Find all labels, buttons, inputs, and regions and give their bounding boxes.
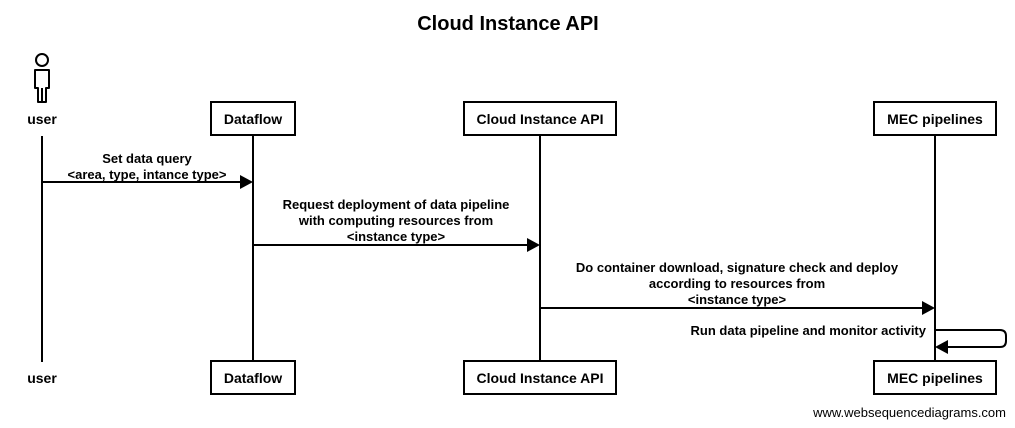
message-3-line-2: according to resources from — [649, 276, 825, 291]
message-3-line-1: Do container download, signature check a… — [576, 260, 899, 275]
message-2-arrowhead — [527, 238, 540, 252]
participant-dataflow-top: Dataflow — [210, 101, 296, 136]
message-3-line-3: <instance type> — [688, 292, 787, 307]
participant-api-bottom: Cloud Instance API — [463, 360, 617, 395]
diagram-title: Cloud Instance API — [417, 13, 599, 35]
message-2-line-3: <instance type> — [347, 229, 446, 244]
message-1-arrowhead — [240, 175, 253, 189]
participant-dataflow-label-top: Dataflow — [224, 111, 282, 127]
participant-dataflow-label-bottom: Dataflow — [224, 370, 282, 386]
participant-mec-top: MEC pipelines — [873, 101, 997, 136]
participant-mec-label-top: MEC pipelines — [887, 111, 983, 127]
participant-api-label-bottom: Cloud Instance API — [476, 370, 603, 386]
participant-api-top: Cloud Instance API — [463, 101, 617, 136]
message-set-data-query: Set data query <area, type, intance type… — [42, 151, 253, 189]
participant-mec-label-bottom: MEC pipelines — [887, 370, 983, 386]
participant-user-bottom: user — [27, 370, 57, 386]
footer-watermark: www.websequencediagrams.com — [812, 405, 1006, 420]
message-request-deployment: Request deployment of data pipeline with… — [253, 197, 540, 252]
message-2-line-2: with computing resources from — [298, 213, 493, 228]
message-container-deploy: Do container download, signature check a… — [540, 260, 935, 315]
message-2-line-1: Request deployment of data pipeline — [283, 197, 510, 212]
user-actor-icon-top — [34, 53, 50, 103]
participant-api-label-top: Cloud Instance API — [476, 111, 603, 127]
participant-mec-bottom: MEC pipelines — [873, 360, 997, 395]
message-4-arrowhead — [935, 340, 948, 354]
message-4-line-1: Run data pipeline and monitor activity — [691, 323, 927, 338]
message-1-line-2: <area, type, intance type> — [68, 167, 227, 182]
participant-dataflow-bottom: Dataflow — [210, 360, 296, 395]
message-3-arrowhead — [922, 301, 935, 315]
participant-user-top: user — [27, 111, 57, 127]
message-4-arrow — [935, 329, 1007, 348]
message-run-pipeline: Run data pipeline and monitor activity — [691, 323, 1007, 354]
message-1-line-1: Set data query — [102, 151, 192, 166]
